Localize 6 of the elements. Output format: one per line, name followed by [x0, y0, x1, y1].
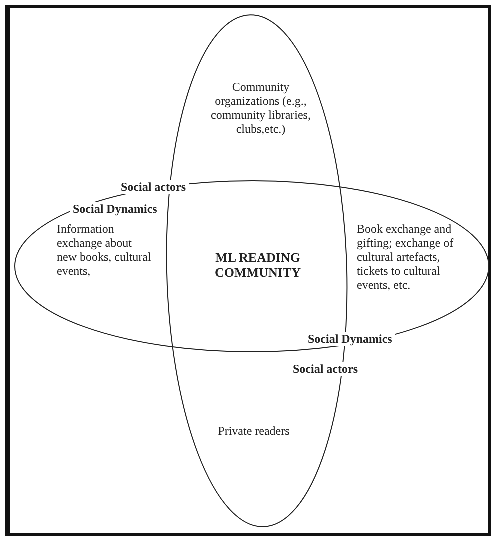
ellipse-region — [14, 180, 490, 353]
center-label: ML READING COMMUNITY — [214, 250, 302, 280]
region-text: Private readers — [217, 424, 291, 438]
region-text: Book exchange and gifting; exchange of cultural artefacts, tickets to cultural events, etc. — [357, 222, 455, 292]
region-text: Community organizations (e.g., community libraries, clubs,etc.) — [210, 80, 312, 136]
region-text: Information exchange about new books, cultural events, — [57, 222, 152, 278]
